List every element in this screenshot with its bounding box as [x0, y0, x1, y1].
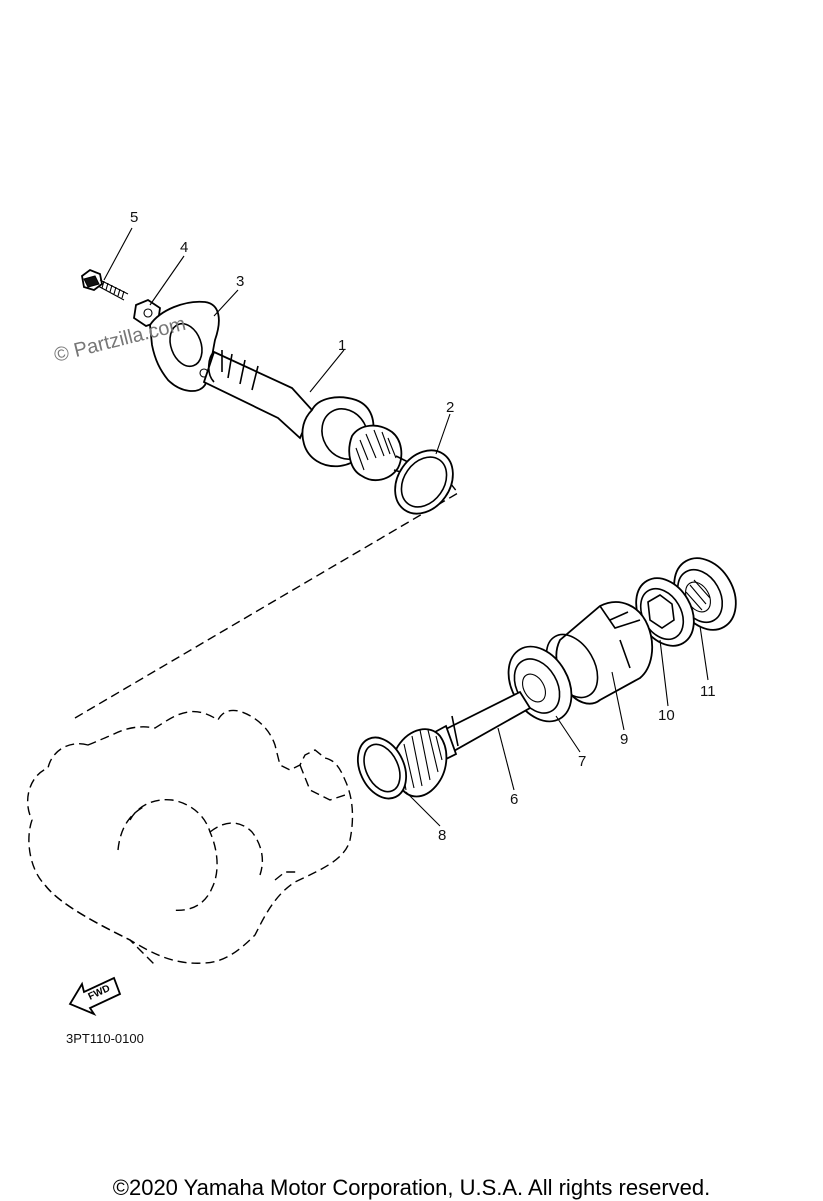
fwd-arrow-icon: FWD — [68, 976, 122, 1016]
callout-4: 4 — [180, 239, 188, 256]
callout-1: 1 — [338, 337, 346, 354]
callout-11: 11 — [700, 683, 716, 700]
callout-10: 10 — [658, 707, 675, 724]
part-1-shaft-gear — [202, 350, 417, 482]
engine-outline — [27, 469, 460, 966]
part-2-ring — [394, 449, 454, 515]
callout-5: 5 — [130, 209, 138, 226]
callout-9: 9 — [620, 731, 628, 748]
callouts: 1 2 3 4 5 6 7 8 9 10 11 — [130, 209, 716, 844]
diagram-code: 3PT110-0100 — [66, 1031, 144, 1046]
callout-7: 7 — [578, 753, 586, 770]
callout-8: 8 — [438, 827, 446, 844]
callout-3: 3 — [236, 273, 244, 290]
leader-lines — [103, 227, 709, 827]
part-8-gear — [357, 728, 448, 800]
callout-6: 6 — [510, 791, 518, 808]
callout-2: 2 — [446, 399, 454, 416]
part-5-bolt — [81, 268, 129, 301]
copyright-notice: ©2020 Yamaha Motor Corporation, U.S.A. A… — [112, 1175, 711, 1200]
